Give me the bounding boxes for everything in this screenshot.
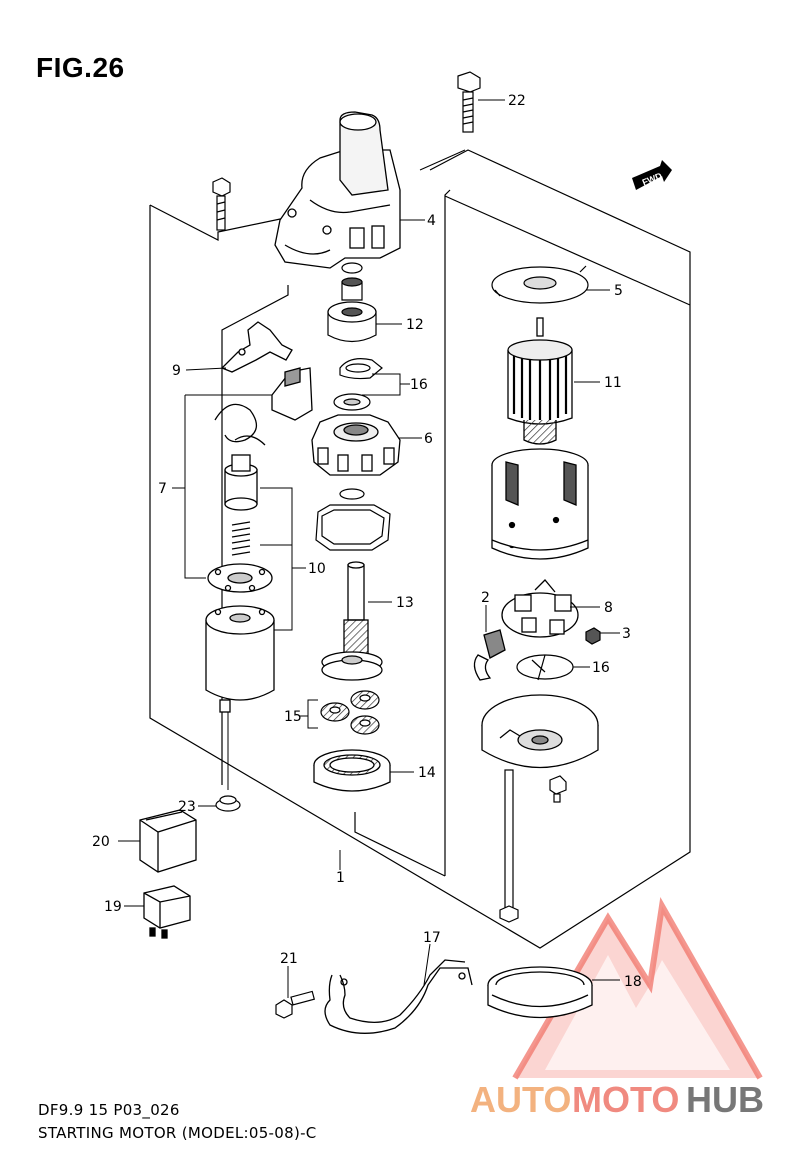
callout-2: 2 <box>481 590 490 606</box>
part-18-band <box>487 966 593 1019</box>
part-5-plate <box>491 265 589 304</box>
main-motor-yoke <box>491 448 589 560</box>
part-17-clamp <box>324 959 473 1034</box>
part-3-nut <box>585 627 601 645</box>
part-11-armature <box>507 317 573 445</box>
assembly-outline <box>149 149 691 949</box>
watermark-hub: HUB <box>686 1079 764 1120</box>
model-code: DF9.9 15 P03_026 <box>38 1101 180 1119</box>
gasket-ring <box>315 488 391 551</box>
part-7-solenoid-assy <box>207 367 313 593</box>
part-8-brush-holder <box>501 579 579 638</box>
callout-16b: 16 <box>592 660 610 676</box>
figure-title: FIG.26 <box>36 52 125 83</box>
callout-12: 12 <box>406 317 424 333</box>
part-12-pinion <box>327 262 377 343</box>
part-21-bolt <box>275 990 316 1019</box>
callout-23: 23 <box>178 799 196 815</box>
end-cover <box>481 694 599 769</box>
part-9-shift-lever <box>220 321 293 373</box>
callout-21: 21 <box>280 951 298 967</box>
callout-labels: 1 2 3 4 5 6 7 8 9 10 11 12 13 14 15 16 1… <box>92 93 642 990</box>
motor-yoke-left <box>205 605 275 713</box>
callout-10: 10 <box>308 561 326 577</box>
callout-6: 6 <box>424 431 433 447</box>
callout-13: 13 <box>396 595 414 611</box>
part-19-relay-small <box>143 885 191 939</box>
callout-3: 3 <box>622 626 631 642</box>
callout-11: 11 <box>604 375 622 391</box>
part-16-circlip <box>333 358 383 411</box>
callout-20: 20 <box>92 834 110 850</box>
callout-9: 9 <box>172 363 181 379</box>
leader-lines <box>118 99 620 998</box>
part-20-relay <box>139 809 197 873</box>
callout-15: 15 <box>284 709 302 725</box>
through-bolt <box>499 769 519 923</box>
part-15-planet-gears <box>320 690 380 735</box>
part-23-nut <box>215 795 241 812</box>
end-cover-screw <box>549 775 567 803</box>
callout-5: 5 <box>614 283 623 299</box>
part-4-drive-housing <box>274 111 401 269</box>
callout-18: 18 <box>624 974 642 990</box>
part-6-gear-housing <box>311 414 401 476</box>
watermark-logo: AUTO MOTO HUB <box>470 897 764 1120</box>
part-13-drive-shaft <box>321 561 383 681</box>
part-14-internal-gear <box>313 749 391 792</box>
callout-19: 19 <box>104 899 122 915</box>
callout-1: 1 <box>336 870 345 886</box>
callout-16a: 16 <box>410 377 428 393</box>
watermark-auto: AUTO <box>470 1079 571 1120</box>
callout-14: 14 <box>418 765 436 781</box>
part-2-lead-wire <box>473 629 506 681</box>
callout-17: 17 <box>423 930 441 946</box>
watermark-moto: MOTO <box>572 1079 679 1120</box>
callout-7: 7 <box>158 481 167 497</box>
part-16-plate-right <box>516 654 574 681</box>
diagram-caption: STARTING MOTOR (MODEL:05-08)-C <box>38 1124 317 1142</box>
callout-22: 22 <box>508 93 526 109</box>
part-22-bolt <box>457 71 481 133</box>
housing-bolt <box>212 177 231 231</box>
callout-8: 8 <box>604 600 613 616</box>
callout-4: 4 <box>427 213 436 229</box>
fwd-direction-icon: FWD <box>632 160 672 190</box>
